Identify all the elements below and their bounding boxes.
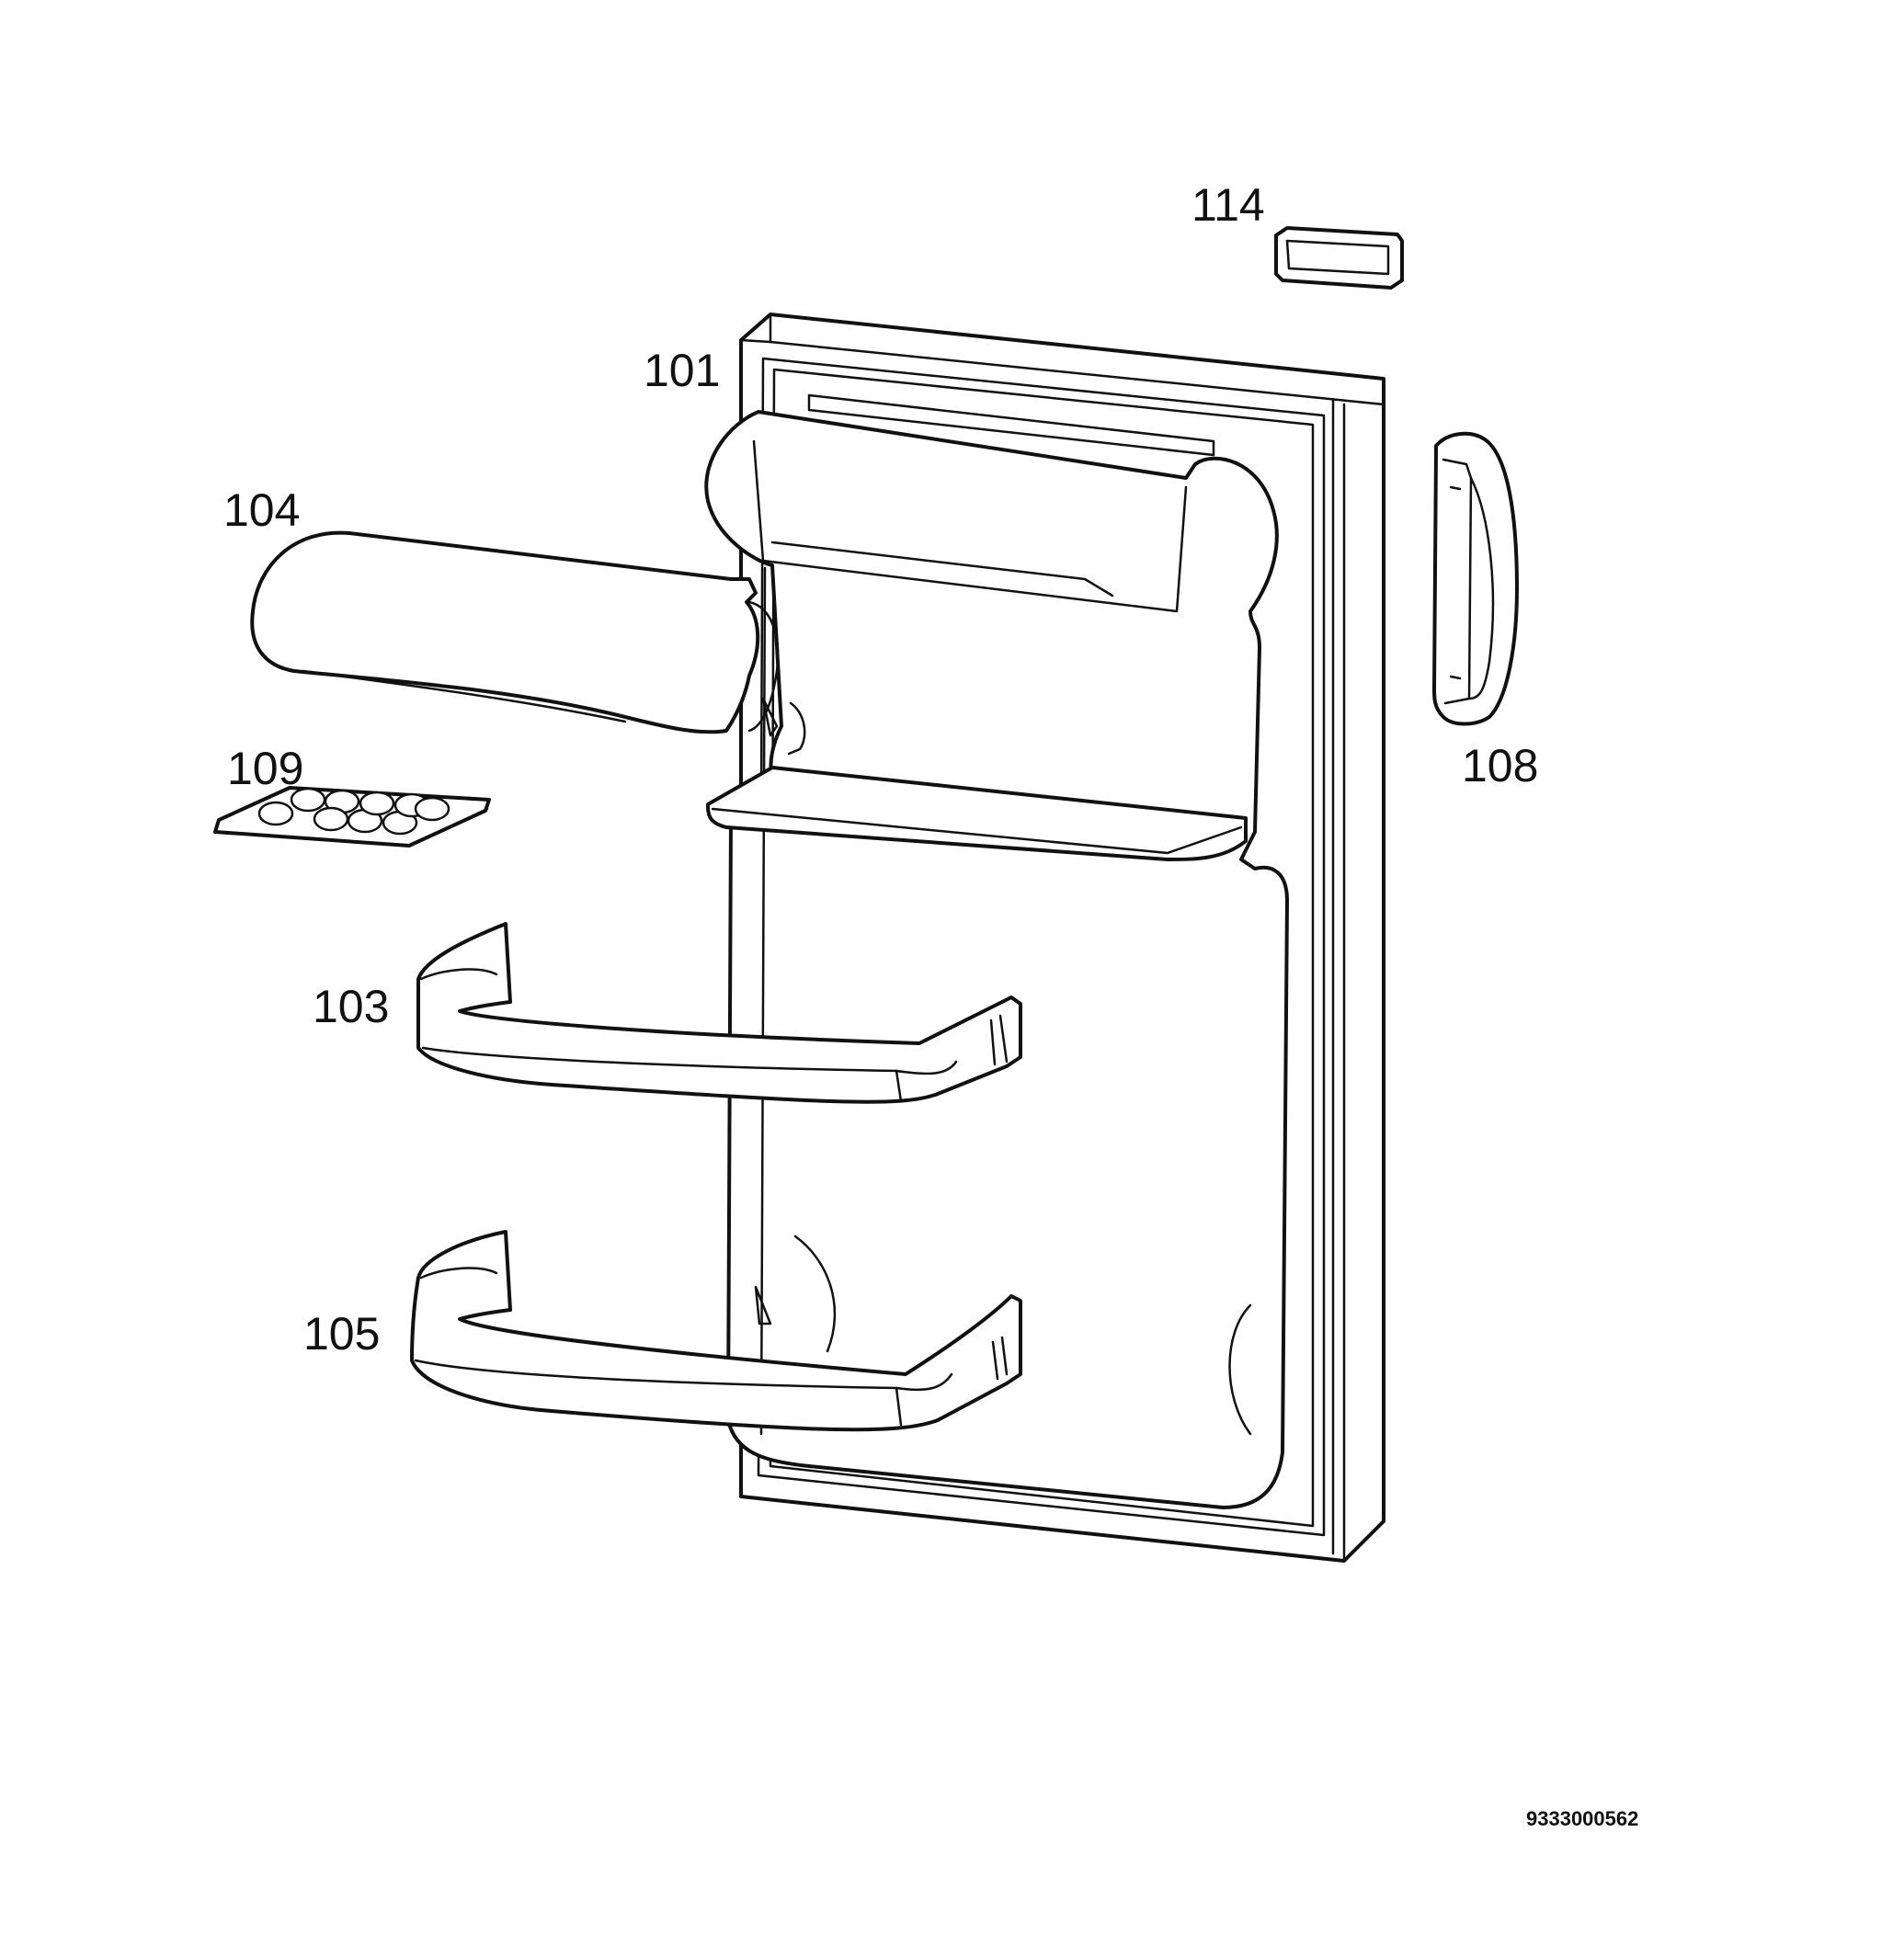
- door-shelf-middle: [706, 766, 1248, 861]
- callout-103: 103: [313, 981, 389, 1032]
- part-108-handle: [1432, 431, 1519, 726]
- callout-108: 108: [1462, 740, 1538, 791]
- part-105-bottom-balcony: [410, 1230, 1022, 1432]
- callout-104: 104: [223, 484, 300, 536]
- callout-109: 109: [227, 743, 303, 794]
- callout-105: 105: [303, 1308, 380, 1360]
- callout-101: 101: [644, 345, 720, 396]
- part-109-egg-tray: [213, 786, 491, 848]
- callout-114: 114: [1191, 179, 1265, 231]
- part-104-upper-balcony: [250, 530, 806, 756]
- drawing-number: 9333000562: [1526, 1807, 1638, 1830]
- part-114-cap: [1274, 226, 1404, 290]
- door-liner: [704, 393, 1289, 1509]
- part-103-door-balcony: [416, 922, 1022, 1104]
